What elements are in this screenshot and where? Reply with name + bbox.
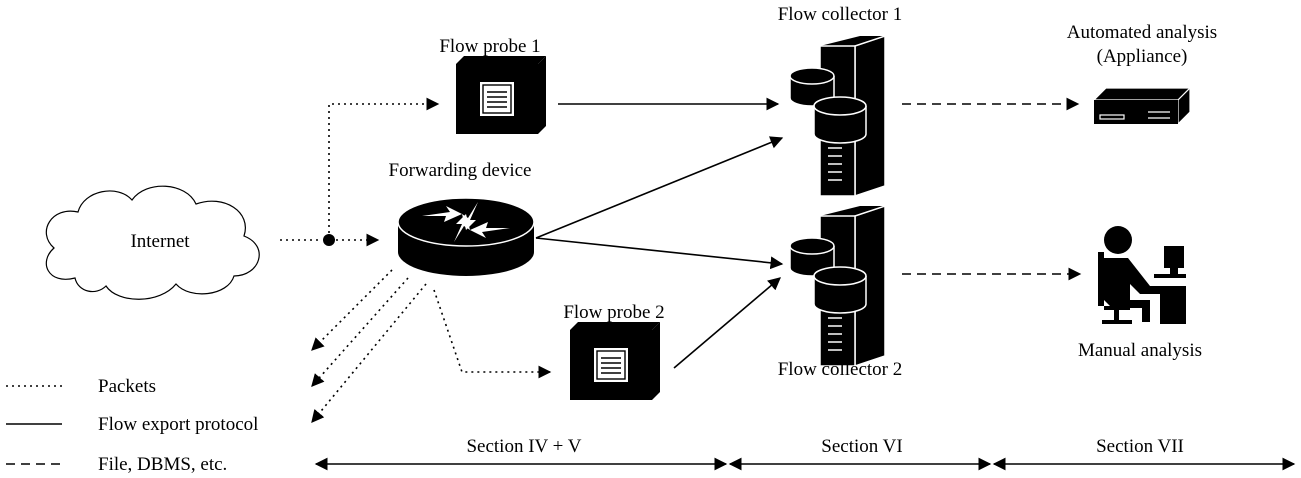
flow-collector-2: Flow collector 2 [778, 205, 903, 380]
flow-collector-1: Flow collector 1 [778, 4, 903, 197]
section-vii-label: Section VII [1096, 436, 1184, 457]
manual-analysis: Manual analysis [1078, 226, 1202, 361]
section-vi-label: Section VI [821, 436, 902, 457]
appliance-icon [1092, 86, 1192, 126]
flow-export-paths [535, 97, 784, 369]
probe-box-icon [455, 55, 547, 135]
flow-probe-1: Flow probe 1 [439, 36, 547, 135]
flow-collector-1-label: Flow collector 1 [778, 4, 903, 25]
internet-cloud: Internet [45, 185, 260, 300]
flow-probe-2: Flow probe 2 [563, 302, 665, 401]
automated-analysis-title: Automated analysis [1067, 22, 1217, 43]
internet-label: Internet [130, 231, 190, 252]
legend-flow-export-label: Flow export protocol [98, 414, 258, 435]
section-iv-v-label: Section IV + V [466, 436, 581, 457]
packet-paths [280, 97, 552, 423]
legend: Packets Flow export protocol File, DBMS,… [6, 376, 258, 475]
automated-analysis: Automated analysis (Appliance) [1067, 22, 1217, 126]
legend-packets-label: Packets [98, 376, 156, 397]
flow-collector-2-label: Flow collector 2 [778, 359, 903, 380]
flow-probe-1-label: Flow probe 1 [439, 36, 540, 57]
tap-point [323, 234, 335, 246]
automated-analysis-subtitle: (Appliance) [1097, 46, 1188, 67]
person-at-computer-icon [1098, 226, 1186, 324]
cloud-icon [45, 185, 260, 300]
flow-probe-2-label: Flow probe 2 [563, 302, 664, 323]
server-database-icon [789, 35, 886, 197]
router-icon [397, 197, 535, 276]
probe-box-icon [569, 321, 661, 401]
forwarding-device-label: Forwarding device [389, 160, 532, 181]
legend-file-dbms-label: File, DBMS, etc. [98, 454, 227, 475]
manual-analysis-label: Manual analysis [1078, 340, 1202, 361]
forwarding-device: Forwarding device [389, 160, 535, 276]
server-database-icon [789, 205, 886, 367]
file-dbms-paths [902, 97, 1082, 281]
